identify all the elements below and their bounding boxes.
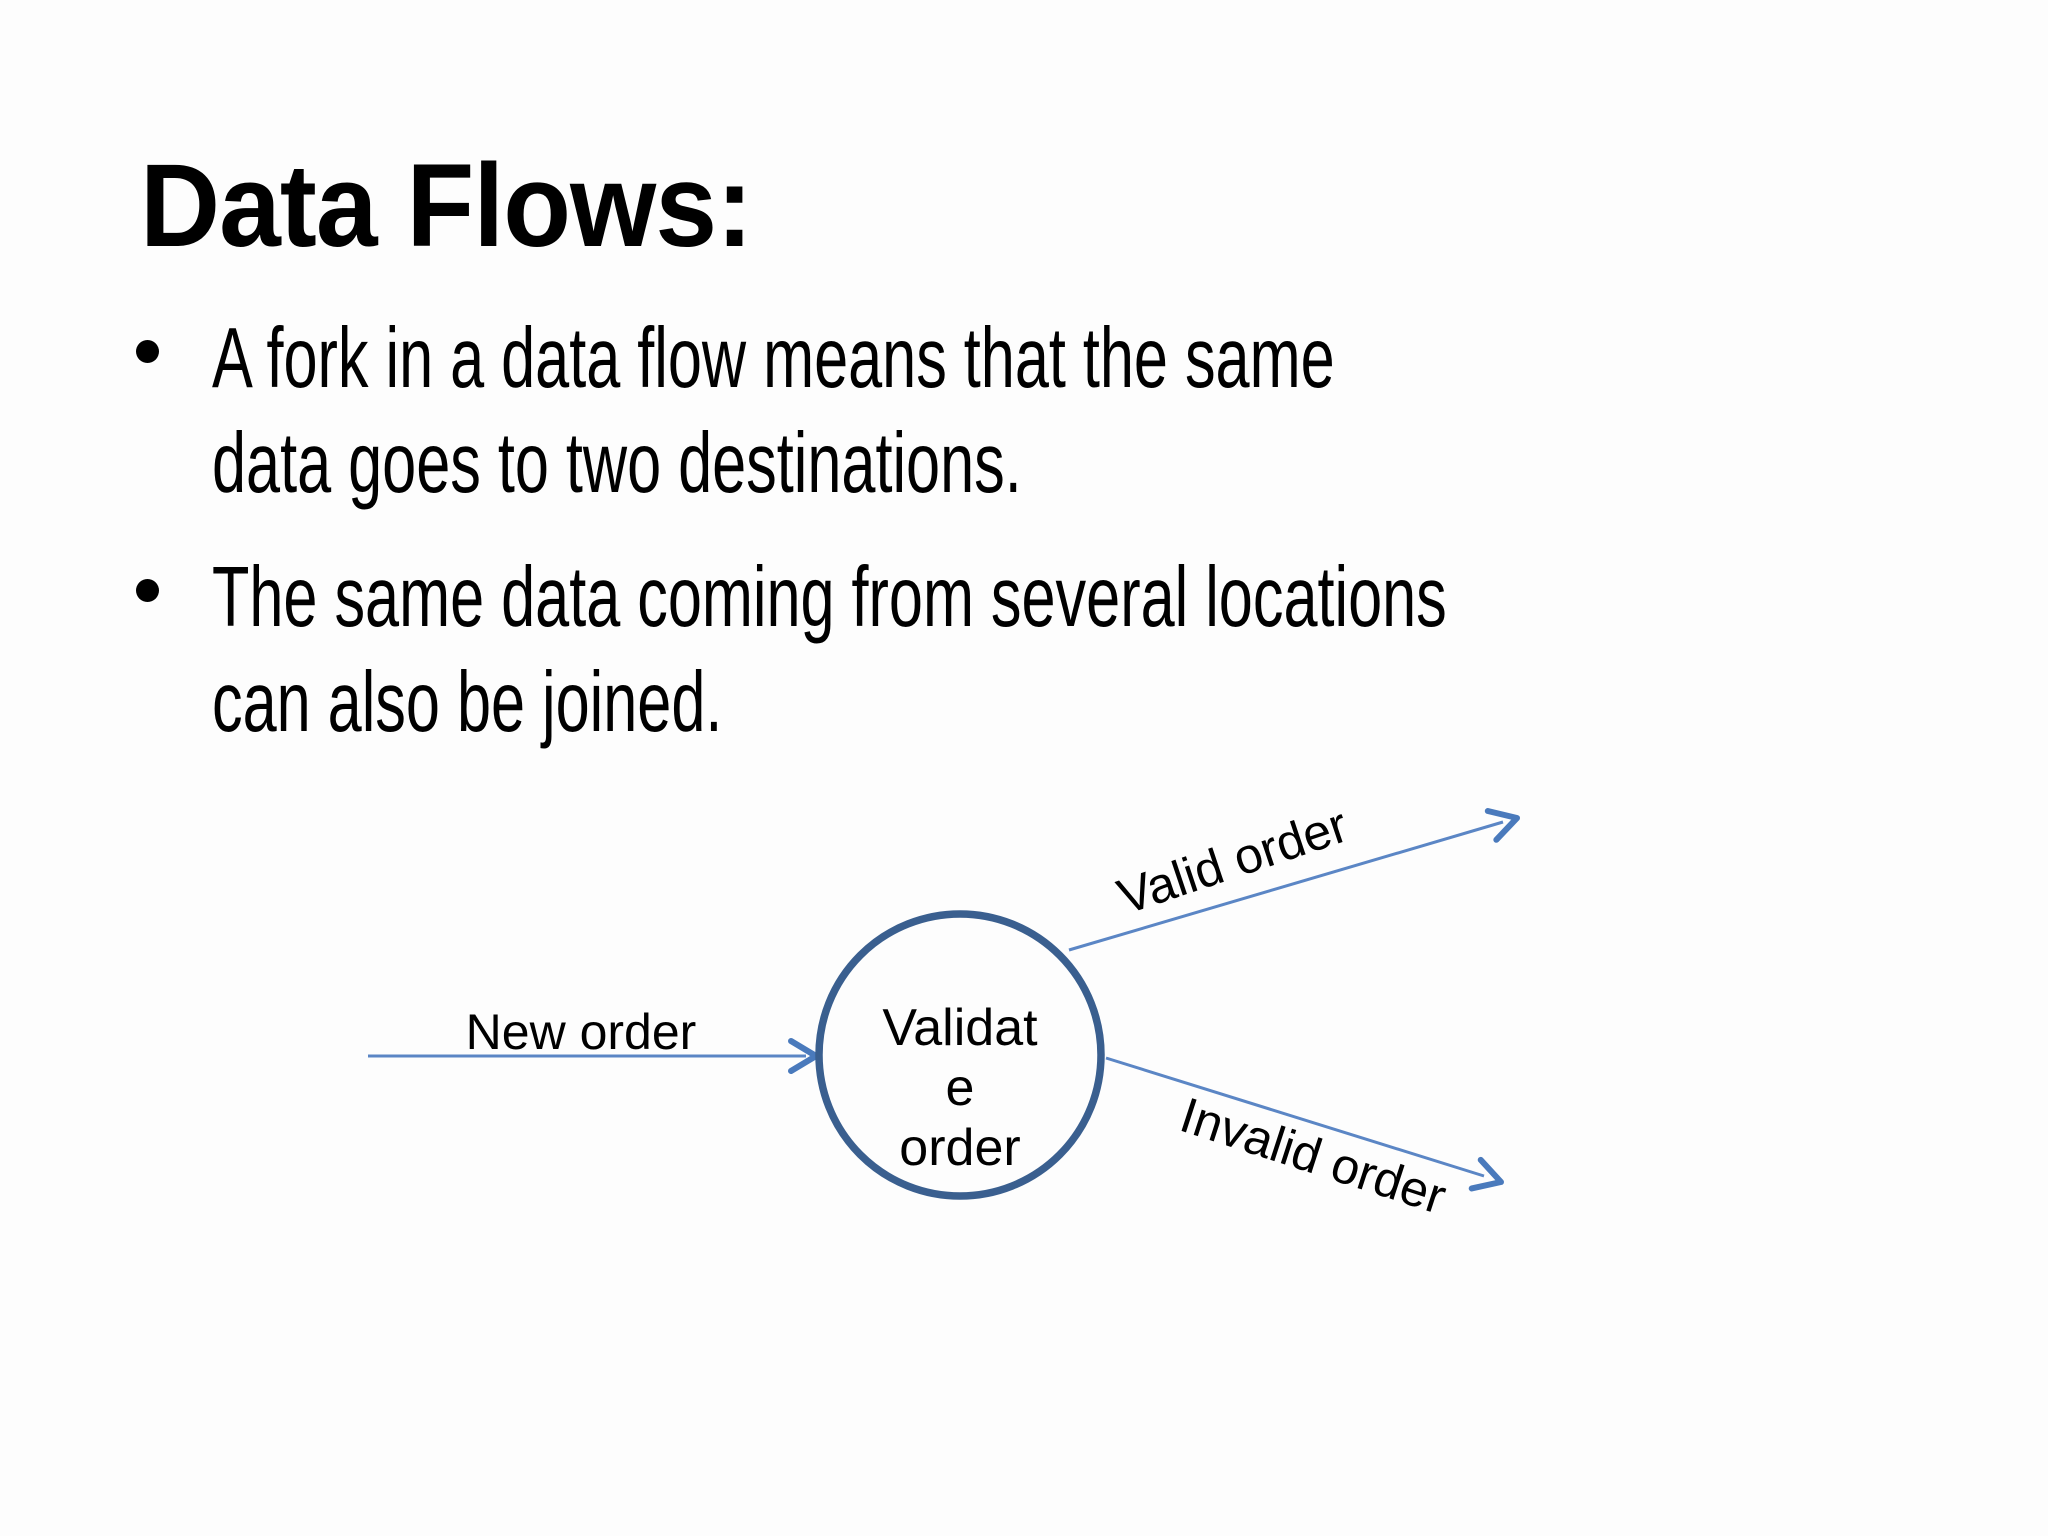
bullet-line: The same data coming from several locati… — [212, 550, 1447, 645]
invalid-order-label: Invalid order — [1174, 1087, 1453, 1225]
bullet-line: can also be joined. — [212, 655, 723, 750]
bullet-item: A fork in a data flow means that the sam… — [212, 306, 1335, 516]
process-label-line: order — [899, 1119, 1020, 1177]
valid-order-label: Valid order — [1111, 797, 1355, 926]
bullet-dot — [136, 340, 159, 363]
bullet-item: The same data coming from several locati… — [212, 545, 1447, 755]
invalid-order-flow-line — [1105, 1056, 1485, 1178]
bullet-line: A fork in a data flow means that the sam… — [212, 311, 1335, 406]
process-label-line: Validat — [882, 999, 1038, 1057]
valid-order-arrowhead-icon — [1484, 808, 1520, 843]
valid-order-flow-line — [1068, 820, 1504, 952]
process-label-line: e — [946, 1059, 975, 1117]
process-circle — [815, 910, 1105, 1200]
invalid-order-arrowhead-icon — [1468, 1156, 1504, 1192]
bullet-dot — [136, 579, 159, 602]
slide-title: Data Flows: — [140, 140, 753, 272]
new-order-label: New order — [466, 1004, 697, 1060]
bullet-line: data goes to two destinations. — [212, 416, 1022, 511]
